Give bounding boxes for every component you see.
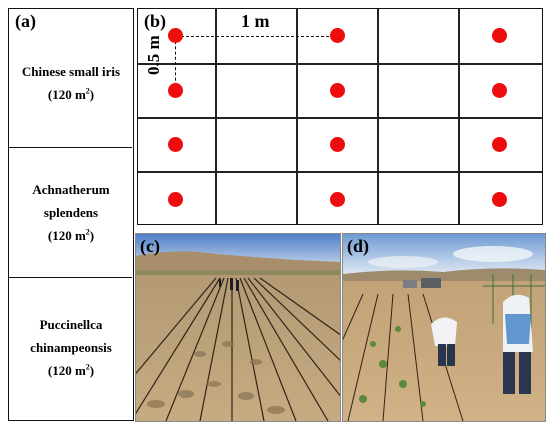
species-2-area: (120 m2): [47, 227, 95, 243]
planting-point: [492, 192, 507, 207]
panel-b-planting-grid: (b) 1 m 0.5 m: [137, 8, 543, 225]
planting-point: [492, 137, 507, 152]
species-3-name-line1: Puccinellca: [39, 317, 103, 332]
section-divider-2: [9, 277, 132, 278]
planting-point: [168, 28, 183, 43]
planting-point: [168, 192, 183, 207]
spacing-label-horizontal: 1 m: [241, 11, 270, 31]
grid-line-v1: [215, 9, 217, 224]
field-photo-c: [136, 234, 340, 421]
spacing-line-vertical: [175, 36, 176, 91]
panel-c-field-photo: (c): [135, 233, 341, 422]
panel-a-species-plots: (a) Chinese small iris (120 m2) Achnathe…: [8, 8, 134, 421]
panel-d-field-photo: (d): [342, 233, 546, 422]
panel-a-label: (a): [15, 11, 36, 31]
species-3-name-line2: chinampeonsis: [30, 339, 112, 355]
species-2-name-line1: Achnatherum: [32, 182, 110, 197]
planting-point: [492, 28, 507, 43]
planting-point: [330, 137, 345, 152]
species-1-name: Chinese small iris: [21, 64, 121, 79]
grid-line-h2: [138, 117, 542, 119]
grid-line-h3: [138, 171, 542, 173]
planting-point: [330, 192, 345, 207]
species-3-block: Puccinellca chinampeonsis (120 m2): [9, 314, 133, 382]
planting-point: [330, 83, 345, 98]
species-1-block: Chinese small iris (120 m2): [9, 61, 133, 107]
grid-line-v2: [296, 9, 298, 224]
panel-c-label: (c): [140, 236, 160, 256]
spacing-line-horizontal: [176, 36, 339, 37]
species-3-area: (120 m2): [47, 362, 95, 378]
planting-point: [330, 28, 345, 43]
planting-point: [168, 83, 183, 98]
grid-line-v3: [377, 9, 379, 224]
grid-line-v4: [458, 9, 460, 224]
panel-d-label: (d): [347, 236, 369, 256]
field-photo-d: [343, 234, 545, 421]
section-divider-1: [9, 147, 132, 148]
planting-point: [492, 83, 507, 98]
planting-point: [168, 137, 183, 152]
species-2-block: Achnatherum splendens (120 m2): [9, 179, 133, 247]
grid-line-h1: [138, 63, 542, 65]
panel-b-label: (b): [144, 11, 166, 31]
spacing-label-vertical: 0.5 m: [144, 35, 163, 75]
species-2-name-line2: splendens: [43, 204, 99, 220]
species-1-area: (120 m2): [47, 86, 95, 102]
